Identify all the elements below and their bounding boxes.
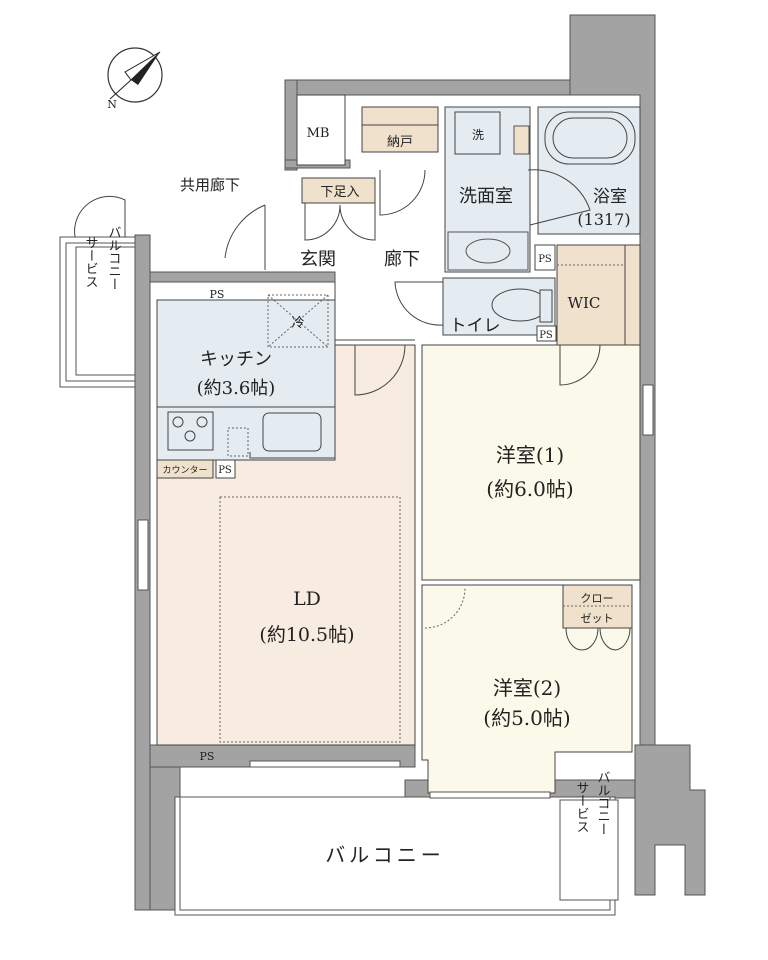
washer-label: 洗	[472, 128, 484, 142]
washroom-label: 洗面室	[459, 186, 513, 207]
ps-label: PS	[538, 254, 552, 265]
ld-label: LD	[293, 588, 321, 610]
compass-north-label: N	[107, 98, 117, 111]
toilet-ps-label: PS	[539, 330, 553, 341]
counter-label: カウンター	[162, 465, 207, 476]
fridge-space	[267, 294, 329, 348]
kitchen-label: キッチン	[200, 349, 272, 370]
shoe-cabinet-label: 下足入	[320, 185, 359, 200]
toilet-label: トイレ	[450, 316, 501, 336]
storage-label: 納戸	[387, 135, 413, 150]
counter-ps-label: PS	[218, 465, 232, 476]
storage-room	[361, 106, 439, 153]
service-balcony-right-col1: サービス	[574, 781, 589, 833]
room2-label: 洋室(2)	[493, 676, 561, 700]
washbasin	[447, 231, 529, 271]
closet-label-line1: クロー	[581, 592, 614, 605]
ld-size: (約10.5帖)	[259, 624, 354, 646]
mb-label: MB	[307, 126, 330, 141]
kitchen-ps-label: PS	[210, 288, 225, 301]
service-balcony-right-col2: バルコニー	[595, 771, 611, 836]
room1	[421, 344, 641, 581]
ps-box	[534, 244, 556, 271]
wic-label: WIC	[568, 294, 601, 312]
stove-icon	[167, 411, 214, 451]
hallway-label: 廊下	[384, 249, 420, 270]
common-corridor-label: 共用廊下	[180, 176, 240, 194]
sink-icon	[262, 412, 322, 452]
room2-size: (約5.0帖)	[483, 706, 570, 730]
entrance-label: 玄関	[300, 249, 336, 270]
window-room2-bottom	[429, 791, 551, 799]
service-balcony-left-col2: バルコニー	[106, 226, 122, 291]
shoe-cabinet	[301, 177, 376, 204]
ld-ps-label: PS	[200, 750, 215, 763]
kitchen-size: (約3.6帖)	[197, 378, 276, 399]
mb-room	[296, 94, 346, 166]
room1-size: (約6.0帖)	[486, 477, 573, 501]
balcony	[174, 796, 616, 916]
room2	[421, 584, 633, 794]
fridge-label: 冷	[291, 316, 304, 331]
window-ld	[137, 519, 149, 591]
counter	[156, 459, 214, 479]
ld-carpet-area	[219, 496, 401, 743]
bathroom-size: (1317)	[577, 210, 630, 229]
washer-space	[454, 111, 501, 155]
wic-room	[556, 244, 641, 346]
service-balcony-left	[59, 236, 136, 388]
compass-icon: N	[107, 47, 163, 111]
window-ld-bottom	[249, 760, 401, 768]
service-balcony-left-col1: サービス	[83, 236, 98, 288]
bathroom-label: 浴室	[593, 187, 627, 207]
room1-label: 洋室(1)	[496, 443, 564, 467]
window-room1	[642, 384, 654, 436]
balcony-label: バルコニー	[325, 843, 445, 867]
bathtub	[544, 111, 636, 165]
closet-label-line2: ゼット	[581, 612, 614, 625]
service-balcony-right	[559, 799, 619, 901]
kitchen-room	[156, 299, 336, 461]
